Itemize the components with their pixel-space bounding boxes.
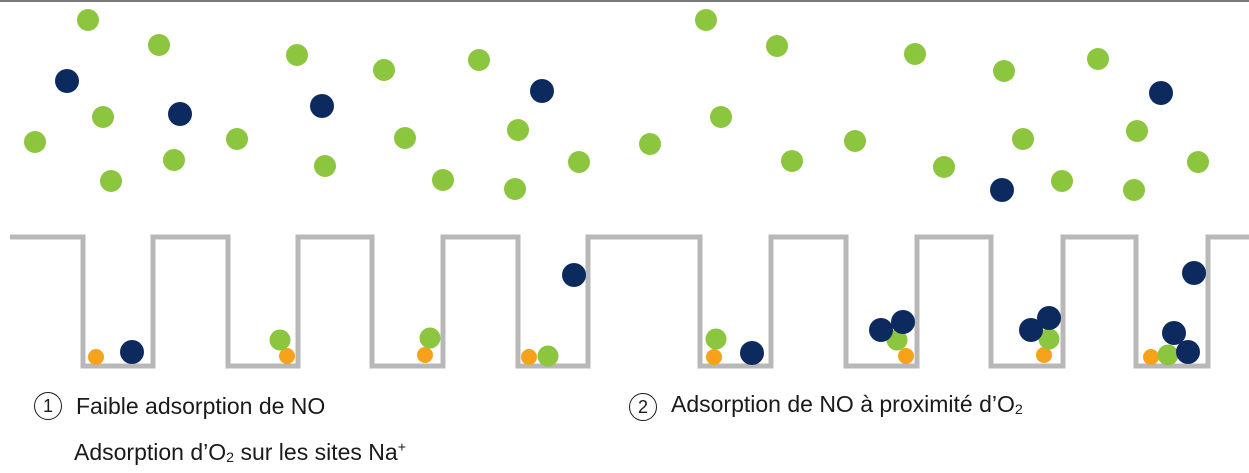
step-1-title: Faible adsorption de NO	[76, 392, 326, 419]
adsorbed-no	[891, 310, 915, 334]
adsorbed-o2	[705, 328, 727, 350]
o2-molecule	[507, 119, 529, 141]
o2-molecule	[373, 59, 395, 81]
o2-molecule	[568, 151, 590, 173]
o2-molecule	[710, 106, 732, 128]
no-molecule	[990, 178, 1014, 202]
zeolite-surface-2	[630, 234, 1249, 369]
o2-molecule	[314, 155, 336, 177]
o2-molecule	[24, 131, 46, 153]
o2-molecule	[933, 156, 955, 178]
na-site	[417, 347, 433, 363]
step-1-line2-text: Adsorption d’O2 sur les sites Na+	[74, 438, 407, 466]
o2-molecule	[286, 44, 308, 66]
no-molecule	[55, 69, 79, 93]
na-site	[706, 349, 722, 365]
no-molecule	[168, 102, 192, 126]
adsorbed-no	[120, 340, 144, 364]
adsorbed-o2	[269, 329, 291, 351]
adsorbed-no	[1176, 340, 1200, 364]
no-molecule	[1149, 81, 1173, 105]
o2-molecule	[993, 60, 1015, 82]
o2-molecule	[1087, 48, 1109, 70]
na-site	[521, 349, 537, 365]
o2-molecule	[781, 150, 803, 172]
adsorbed-no	[1037, 306, 1061, 330]
o2-molecule	[1051, 170, 1073, 192]
o2-molecule	[163, 149, 185, 171]
adsorbed-o2	[1157, 344, 1179, 366]
step-2-caption: 2 Adsorption de NO à proximité d’O2	[629, 389, 1023, 425]
o2-molecule	[504, 178, 526, 200]
na-site	[1143, 349, 1159, 365]
o2-molecule	[77, 9, 99, 31]
o2-molecule	[100, 170, 122, 192]
o2-molecule	[904, 43, 926, 65]
o2-molecule	[432, 169, 454, 191]
o2-molecule	[394, 127, 416, 149]
step-2-title: Adsorption de NO à proximité d’O2	[671, 391, 1023, 419]
o2-molecule	[148, 34, 170, 56]
zeolite-surface-1	[10, 234, 630, 369]
na-site	[1036, 347, 1052, 363]
adsorbed-no	[1019, 318, 1043, 342]
adsorbed-o2	[1038, 328, 1060, 350]
adsorbed-o2	[419, 327, 441, 349]
na-site	[279, 348, 295, 364]
adsorbed-no	[869, 318, 893, 342]
adsorption-diagram	[10, 9, 1249, 369]
adsorbed-o2	[537, 345, 559, 367]
o2-molecule	[766, 35, 788, 57]
na-site	[898, 348, 914, 364]
step-1-caption: 1 Faible adsorption de NO	[34, 389, 325, 421]
na-site	[88, 349, 104, 365]
adsorbed-no	[1182, 261, 1206, 285]
step-1-caption-line2: Adsorption d’O2 sur les sites Na+	[74, 432, 406, 473]
top-rule	[0, 0, 1249, 2]
adsorbed-no	[1162, 321, 1186, 345]
o2-molecule	[468, 49, 490, 71]
o2-molecule	[639, 133, 661, 155]
adsorbed-no	[740, 341, 764, 365]
o2-molecule	[844, 130, 866, 152]
adsorbed-no	[562, 263, 586, 287]
no-molecule	[530, 79, 554, 103]
step-2-number: 2	[629, 393, 657, 422]
o2-molecule	[92, 106, 114, 128]
o2-molecule	[1187, 151, 1209, 173]
o2-molecule	[1126, 120, 1148, 142]
o2-molecule	[1123, 179, 1145, 201]
no-molecule	[310, 94, 334, 118]
o2-molecule	[226, 128, 248, 150]
o2-molecule	[695, 9, 717, 31]
o2-molecule	[1012, 128, 1034, 150]
step-1-number: 1	[34, 391, 62, 420]
